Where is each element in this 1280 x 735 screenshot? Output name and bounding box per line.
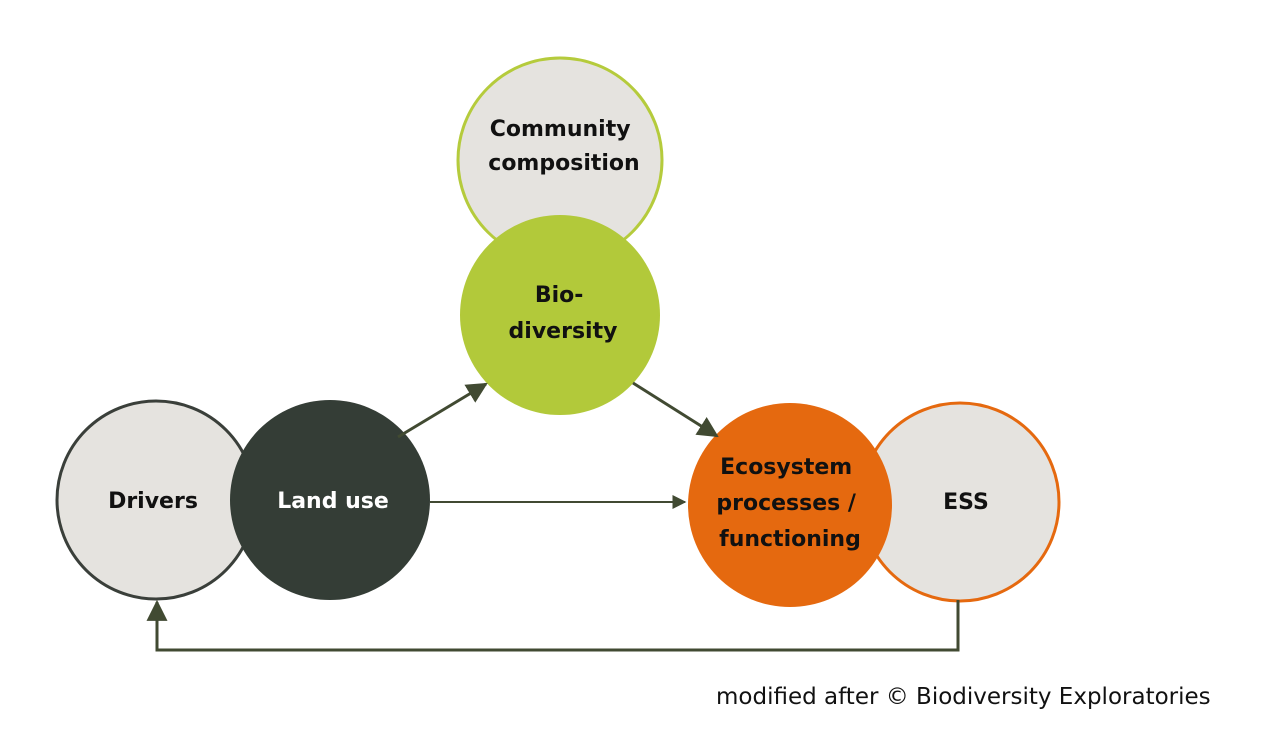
biodiversity-node bbox=[460, 215, 660, 415]
land-use-label: Land use bbox=[277, 489, 389, 514]
ecosystem-processes-node bbox=[688, 403, 892, 607]
arrow-landuse-to-biodiversity bbox=[397, 382, 488, 439]
feedback-arrow-ess-to-drivers bbox=[146, 599, 960, 652]
ecosystem-processes-label: Ecosystem processes / functioning bbox=[716, 455, 863, 552]
ess-label: ESS bbox=[943, 490, 989, 515]
source-caption: modified after © Biodiversity Explorator… bbox=[716, 684, 1211, 710]
land-use-node bbox=[230, 400, 430, 600]
drivers-label: Drivers bbox=[108, 489, 198, 514]
biodiversity-label: Bio- diversity bbox=[509, 283, 618, 344]
community-composition-label: Community composition bbox=[488, 117, 639, 176]
arrow-biodiversity-to-ecosystem bbox=[632, 381, 719, 438]
